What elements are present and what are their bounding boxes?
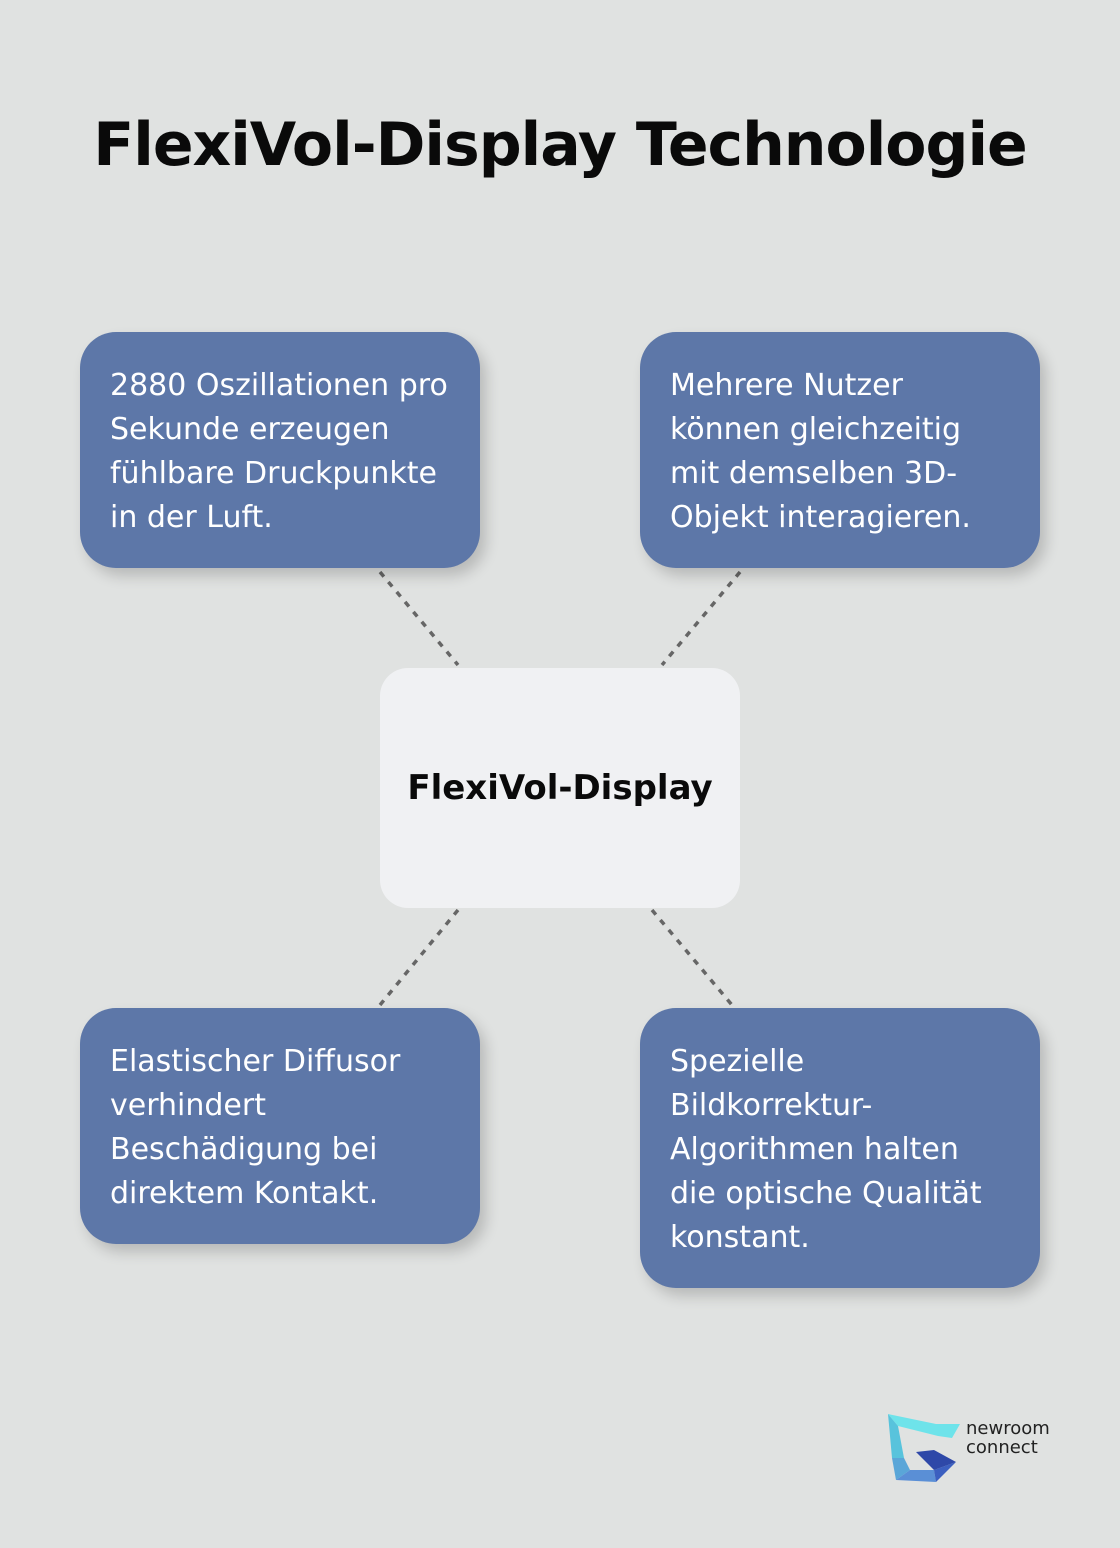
node-image-correction: Spezielle Bildkorrektur-Algorithmen halt… <box>640 1008 1040 1288</box>
logo-line-1: newroom <box>966 1418 1050 1439</box>
logo-line-2: connect <box>966 1437 1038 1458</box>
connector-top-left <box>378 570 460 667</box>
node-oscillations: 2880 Oszillationen pro Sekunde erzeugen … <box>80 332 480 568</box>
connector-top-right <box>660 570 742 667</box>
node-diffusor: Elastischer Diffusor verhindert Beschädi… <box>80 1008 480 1244</box>
node-multi-user: Mehrere Nutzer können gleichzeitig mit d… <box>640 332 1040 568</box>
logo-text: newroom connect <box>966 1419 1050 1457</box>
center-node: FlexiVol-Display <box>380 668 740 908</box>
newroom-connect-logo-icon <box>888 1414 960 1482</box>
connector-bottom-left <box>378 908 460 1007</box>
page-title: FlexiVol-Display Technologie <box>93 110 1027 180</box>
connector-bottom-right <box>650 908 734 1007</box>
